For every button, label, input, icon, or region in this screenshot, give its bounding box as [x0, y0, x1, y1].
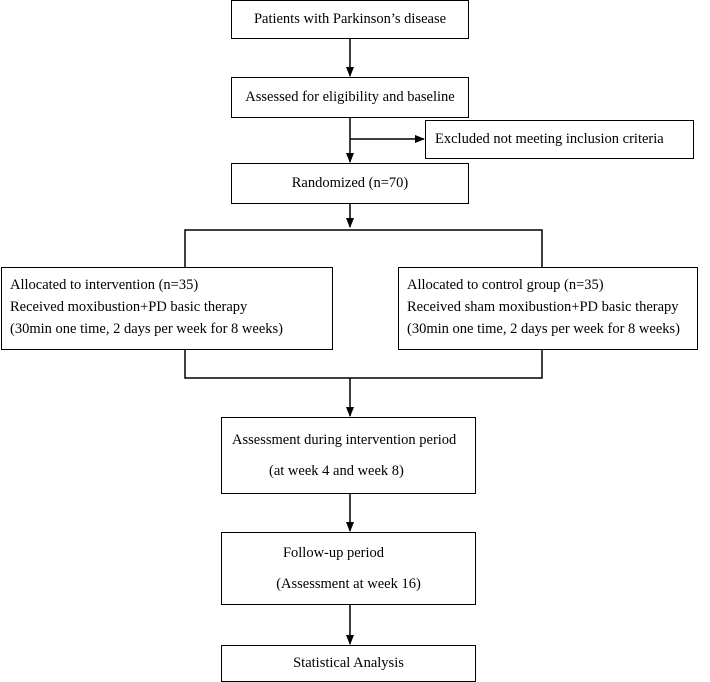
node-randomized: Randomized (n=70)	[231, 163, 469, 204]
node-intervention-line1: Allocated to intervention (n=35)	[10, 277, 199, 293]
node-patients-label: Patients with Parkinson’s disease	[253, 11, 447, 28]
split-bracket	[184, 229, 543, 267]
node-followup-line2: (Assessment at week 16)	[276, 575, 421, 592]
node-control: Allocated to control group (n=35) Receiv…	[398, 267, 698, 350]
node-assessment-period-line1: Assessment during intervention period	[232, 432, 457, 449]
node-intervention-line2: Received moxibustion+PD basic therapy	[10, 299, 248, 315]
node-assessment-period: Assessment during intervention period (a…	[221, 417, 476, 494]
node-control-line1: Allocated to control group (n=35)	[407, 277, 604, 293]
node-excluded: Excluded not meeting inclusion criteria	[425, 120, 694, 159]
node-followup-line1: Follow-up period	[282, 545, 385, 562]
node-followup: Follow-up period (Assessment at week 16)	[221, 532, 476, 605]
merge-bracket	[184, 350, 543, 379]
node-patients: Patients with Parkinson’s disease	[231, 0, 469, 39]
node-control-line3: (30min one time, 2 days per week for 8 w…	[407, 321, 681, 337]
node-analysis: Statistical Analysis	[221, 645, 476, 682]
node-control-line2: Received sham moxibustion+PD basic thera…	[407, 299, 679, 315]
node-assessed: Assessed for eligibility and baseline	[231, 77, 469, 118]
node-intervention-line3: (30min one time, 2 days per week for 8 w…	[10, 321, 284, 337]
node-randomized-label: Randomized (n=70)	[291, 175, 409, 192]
node-assessment-period-line2: (at week 4 and week 8)	[269, 462, 404, 479]
node-analysis-label: Statistical Analysis	[293, 655, 404, 672]
node-intervention: Allocated to intervention (n=35) Receive…	[1, 267, 333, 350]
node-excluded-label: Excluded not meeting inclusion criteria	[435, 131, 664, 148]
node-assessed-label: Assessed for eligibility and baseline	[245, 89, 455, 106]
